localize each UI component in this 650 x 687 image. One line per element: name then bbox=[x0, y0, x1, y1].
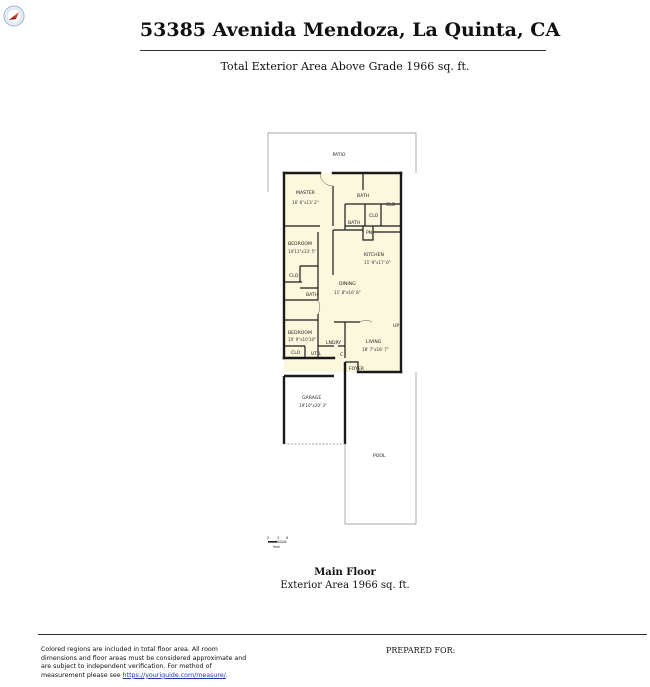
disclaimer-text: Colored regions are included in total fl… bbox=[41, 646, 247, 679]
outdoor-outlines bbox=[267, 132, 417, 525]
floor-area: Exterior Area 1966 sq. ft. bbox=[280, 580, 410, 591]
room-label-clo2: CLO bbox=[386, 202, 396, 208]
scale-unit: feet bbox=[273, 545, 281, 549]
room-label-kitchen: KITCHEN bbox=[364, 252, 384, 258]
room-dim-dining: 11' 8"x16' 8" bbox=[334, 290, 361, 295]
room-label-bedroom2: BEDROOM bbox=[288, 330, 312, 336]
compass-logo-icon bbox=[3, 5, 25, 27]
scale-bar: 0 3 6 feet bbox=[267, 536, 288, 549]
room-label-bath1: BATH bbox=[357, 193, 369, 199]
room-label-c: C bbox=[340, 352, 343, 358]
room-label-clo4: CLO bbox=[291, 350, 301, 356]
room-dim-garage: 19'10"x20' 3" bbox=[299, 403, 327, 408]
garage-walls bbox=[282, 362, 347, 444]
total-area-subtitle: Total Exterior Area Above Grade 1966 sq.… bbox=[220, 60, 470, 73]
pool-outline bbox=[344, 372, 417, 525]
prepared-for-label: PREPARED FOR: bbox=[386, 646, 456, 655]
scale-segment-1 bbox=[268, 541, 277, 543]
door-master bbox=[319, 172, 334, 187]
scale-tick-3: 3 bbox=[277, 536, 279, 540]
interior-walls bbox=[284, 173, 401, 372]
wall-pantry bbox=[362, 226, 374, 241]
room-dim-bedroom1: 10'11"x13' 5" bbox=[288, 249, 316, 254]
room-label-util: UTIL bbox=[311, 351, 322, 357]
room-label-bedroom1: BEDROOM bbox=[288, 241, 312, 247]
wall-foyer bbox=[345, 361, 359, 372]
page-title: 53385 Avenida Mendoza, La Quinta, CA bbox=[139, 19, 561, 41]
room-dim-living: 18' 7"x18' 7" bbox=[362, 347, 389, 352]
room-label-dining: DINING bbox=[339, 281, 356, 287]
title-divider bbox=[140, 50, 546, 51]
scale-segment-2 bbox=[276, 540, 287, 543]
door-swings bbox=[317, 172, 373, 323]
room-label-up: UP bbox=[393, 323, 399, 329]
door-living bbox=[359, 320, 373, 323]
room-label-laundry: LNDRY bbox=[326, 340, 341, 346]
floor-title: Main Floor bbox=[314, 567, 376, 578]
room-label-patio: PATIO bbox=[332, 152, 345, 158]
room-dim-bedroom2: 10' 9"x10'10" bbox=[288, 337, 316, 342]
room-dim-master: 16' 6"x13' 2" bbox=[292, 200, 319, 205]
patio-outline bbox=[267, 132, 417, 192]
room-label-pool: POOL bbox=[373, 453, 386, 459]
disclaimer: Colored regions are included in total fl… bbox=[41, 646, 251, 680]
room-label-pantry: PN bbox=[366, 230, 372, 236]
measurement-link[interactable]: https://youriguide.com/measure/ bbox=[122, 671, 226, 679]
room-label-garage: GARAGE bbox=[302, 395, 321, 401]
scale-tick-6: 6 bbox=[286, 536, 288, 540]
room-label-living: LIVING bbox=[366, 339, 382, 345]
room-label-master: MASTER bbox=[296, 190, 316, 196]
room-label-clo1: CLO bbox=[369, 213, 379, 219]
room-label-foyer: FOYER bbox=[349, 366, 365, 372]
room-label-clo3: CLO bbox=[289, 273, 299, 279]
door-bedroom1 bbox=[317, 299, 321, 315]
room-label-bath2: BATH bbox=[348, 220, 360, 226]
scale-tick-0: 0 bbox=[267, 536, 269, 540]
walls bbox=[282, 171, 403, 374]
disclaimer-end: . bbox=[225, 671, 228, 679]
room-dim-kitchen: 11' 9"x17' 6" bbox=[364, 260, 391, 265]
room-label-bath3: BATH bbox=[306, 292, 318, 298]
footer-divider bbox=[38, 634, 647, 635]
